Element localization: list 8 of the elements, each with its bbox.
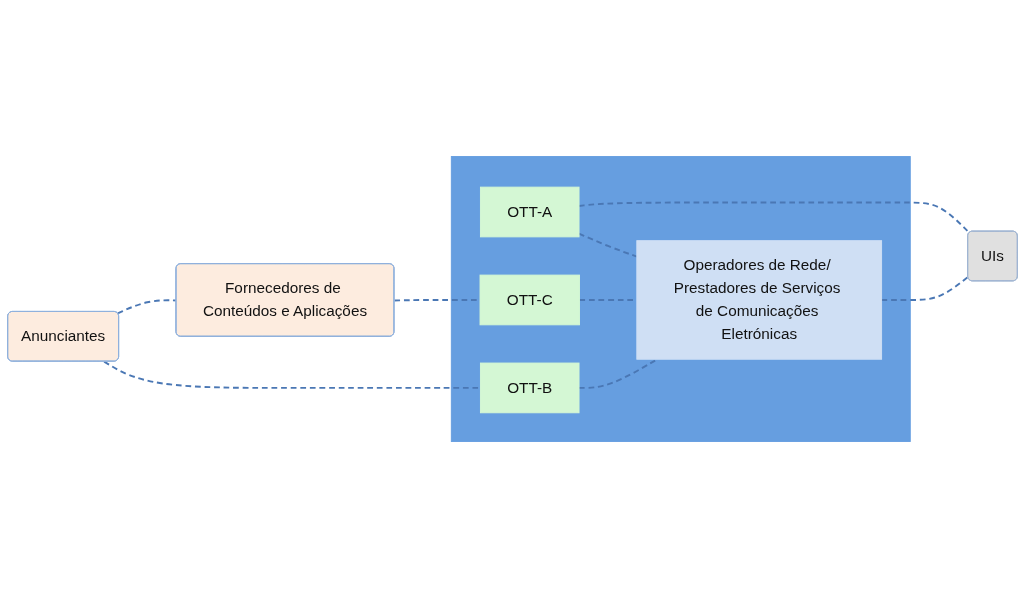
cluster (450, 156, 911, 442)
node-box: OTT-B (479, 362, 580, 414)
node-box: OTT-A (479, 186, 580, 238)
connector (880, 275, 970, 301)
connector (578, 201, 971, 234)
connector (578, 232, 638, 258)
node-box: Operadores de Rede/ Prestadores de Serviços de Comunicações Eletrónicas (636, 240, 883, 360)
node-box: OTT-C (479, 274, 580, 326)
